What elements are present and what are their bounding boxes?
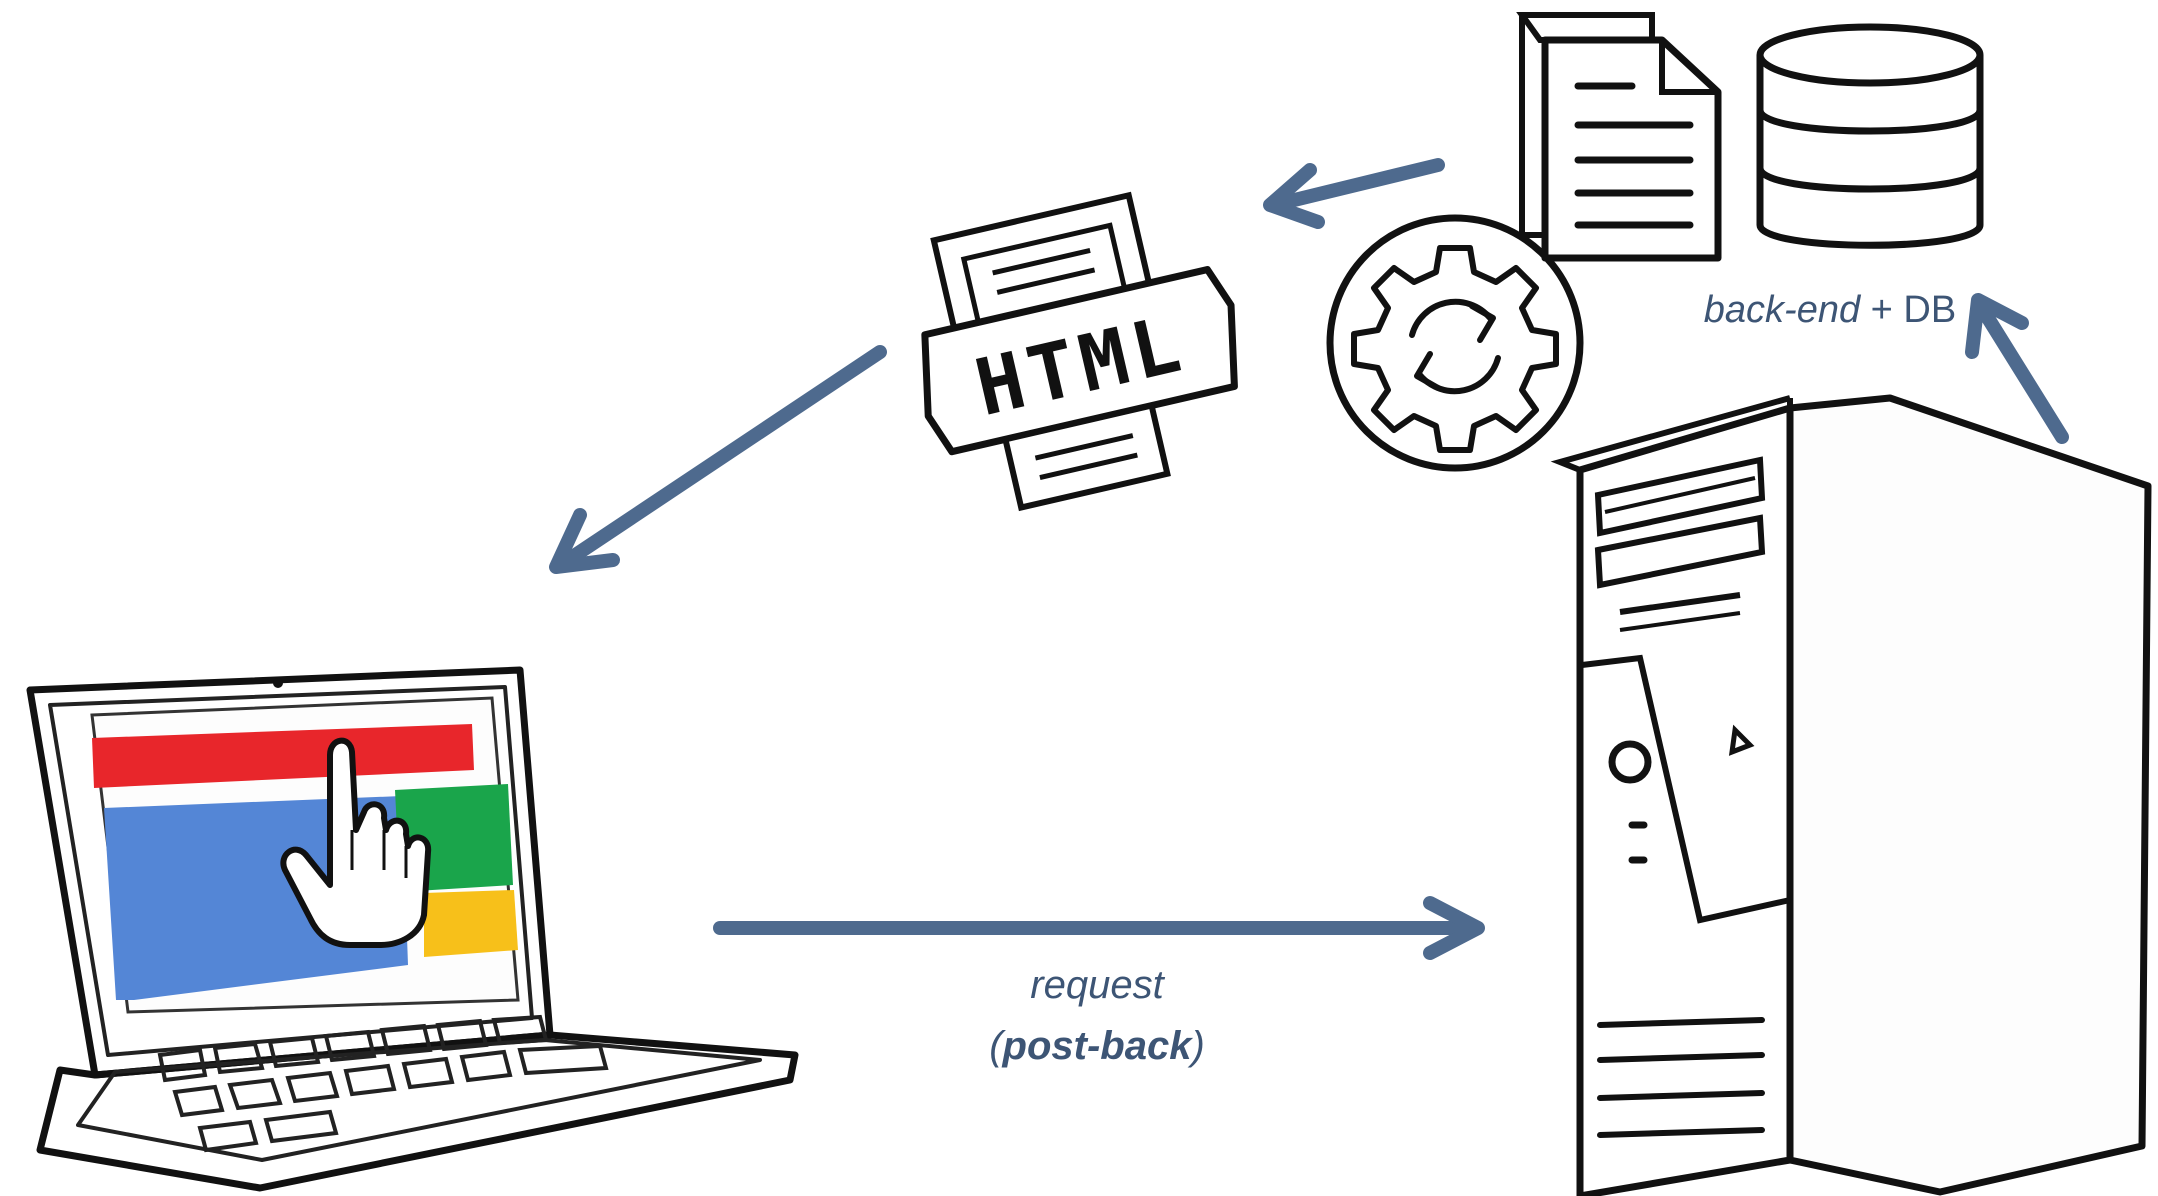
arrow-laptop-to-server — [713, 896, 1485, 960]
keyboard-keys — [157, 1014, 609, 1153]
postback-bold-label: post-back — [1002, 1024, 1194, 1068]
screen-red-bar — [92, 724, 474, 788]
request-label: request — [1030, 963, 1165, 1007]
backend-label-italic: back-end — [1704, 289, 1862, 331]
document-icon — [1516, 12, 1722, 262]
server-tower-icon — [1550, 394, 2152, 1196]
backend-db-label: back-end + DB — [1704, 289, 1956, 331]
gear-sync-icon — [1326, 214, 1584, 472]
postback-close-paren: ) — [1187, 1024, 1204, 1068]
hand-pointer-icon — [280, 737, 432, 948]
power-button-icon — [1608, 740, 1652, 784]
arrow-backend-to-html — [1263, 158, 1445, 229]
backend-label-rest: + DB — [1860, 289, 1956, 331]
laptop-icon — [26, 666, 799, 1192]
arrow-server-to-db — [1965, 293, 2069, 444]
screen-yellow-block — [424, 890, 518, 957]
postback-open-paren: ( — [989, 1024, 1006, 1068]
html-document-icon: HTML — [921, 191, 1238, 512]
arrow-html-to-laptop — [549, 345, 887, 574]
database-icon — [1756, 23, 1984, 249]
postback-label: (post-back) — [989, 1024, 1205, 1068]
webcam-icon — [273, 678, 283, 688]
